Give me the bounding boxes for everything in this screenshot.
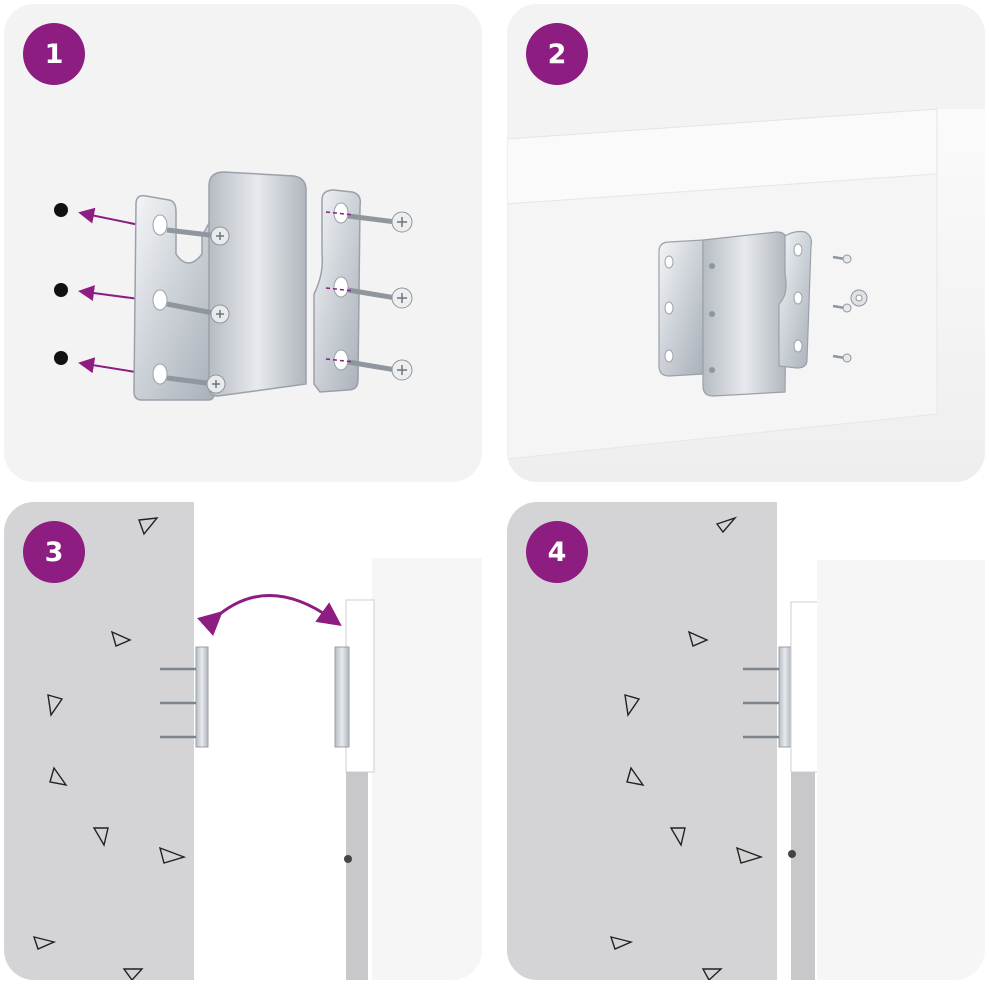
mounted-panel-illustration	[507, 502, 985, 980]
bracket-icon	[133, 194, 215, 401]
triangle-pattern-icon	[32, 517, 187, 980]
bracket-icon	[195, 646, 209, 748]
double-arrow-icon	[197, 594, 342, 636]
bracket-exploded-illustration	[54, 171, 413, 401]
nut-icon	[850, 289, 868, 307]
drill-point-icon	[54, 203, 68, 217]
wall	[4, 502, 194, 980]
screw-icon	[160, 667, 196, 739]
bracket-icon	[208, 171, 307, 397]
screw-icon	[166, 226, 230, 394]
step-3-badge: 3	[23, 521, 85, 583]
step-3-panel: 3	[4, 502, 482, 980]
step-2-panel: 2	[507, 4, 985, 482]
screw-icon	[347, 211, 413, 381]
bracket-icon	[334, 646, 350, 748]
triangle-pattern-icon	[609, 516, 764, 980]
step-1-panel: 1	[4, 4, 482, 482]
bracket-icon	[778, 646, 792, 748]
screw-icon	[832, 254, 852, 363]
step-1-badge: 1	[23, 23, 85, 85]
drill-point-icon	[54, 283, 68, 297]
step-4-panel: 4	[507, 502, 985, 980]
screw-icon	[743, 667, 779, 739]
step-4-badge: 4	[526, 521, 588, 583]
screw-icon	[709, 263, 715, 373]
bracket-icon	[702, 231, 788, 397]
hook-into-wall-illustration	[4, 502, 482, 980]
bracket-mounted-illustration	[507, 4, 985, 482]
drill-point-icon	[54, 351, 68, 365]
step-2-badge: 2	[526, 23, 588, 85]
